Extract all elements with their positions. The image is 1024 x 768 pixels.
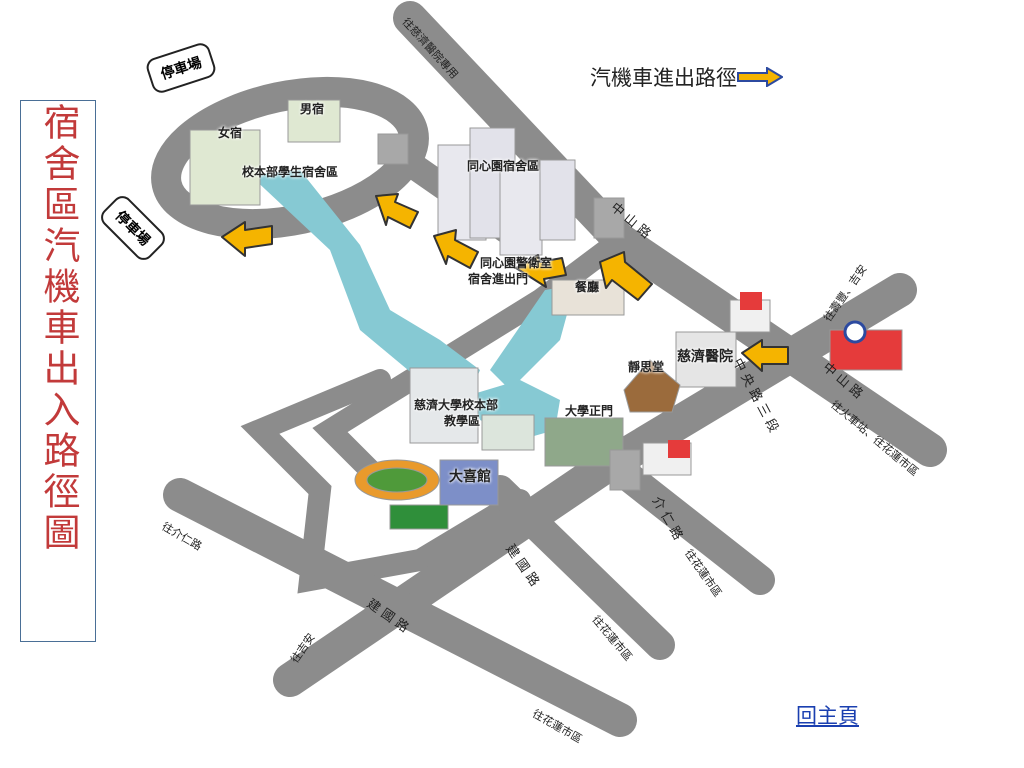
legend: 汽機車進出路徑 bbox=[590, 62, 783, 92]
main-gate-label: 大學正門 bbox=[565, 404, 614, 418]
route-arrow-icon bbox=[599, 251, 653, 301]
route-arrow-icon bbox=[433, 229, 479, 269]
route-arrows bbox=[221, 193, 789, 372]
dining-label: 餐廳 bbox=[575, 280, 600, 294]
jingsi-building bbox=[623, 359, 681, 413]
daxi-building bbox=[439, 459, 499, 506]
jingsi-label: 靜思堂 bbox=[628, 360, 665, 374]
dining-building bbox=[551, 279, 625, 316]
girls-dorm-label: 女宿 bbox=[218, 126, 243, 140]
hospital-label: 慈濟醫院 bbox=[677, 349, 733, 365]
page-title-text: 宿舍區汽機車出入路徑圖 bbox=[37, 103, 80, 554]
teaching-label: 慈濟大學校本部 bbox=[414, 398, 499, 412]
route-arrow-icon bbox=[221, 221, 273, 257]
hospital-building bbox=[675, 331, 737, 388]
page-title: 宿舍區汽機車出入路徑圖 bbox=[20, 100, 96, 642]
main-dorm-label: 校本部學生宿舍區 bbox=[242, 165, 339, 179]
boys-dorm-label: 男宿 bbox=[300, 102, 325, 116]
boys-dorm-building bbox=[287, 99, 341, 143]
guard-room-label: 同心園警衛室 bbox=[480, 256, 553, 270]
teaching-label-2: 教學區 bbox=[444, 414, 481, 428]
jianguo-road bbox=[163, 478, 637, 737]
route-arrow-icon bbox=[515, 254, 567, 288]
dorm-gate-label: 宿舍進出門 bbox=[468, 272, 529, 286]
tongxin-dorm-label: 同心園宿舍區 bbox=[467, 159, 540, 173]
girls-dorm-building bbox=[189, 129, 261, 206]
daxi-label: 大喜館 bbox=[449, 469, 491, 485]
legend-arrow-icon bbox=[737, 67, 783, 87]
home-link[interactable]: 回主頁 bbox=[796, 704, 859, 728]
legend-label: 汽機車進出路徑 bbox=[590, 66, 737, 90]
route-arrow-icon bbox=[741, 339, 789, 372]
route-arrow-icon bbox=[375, 193, 419, 229]
